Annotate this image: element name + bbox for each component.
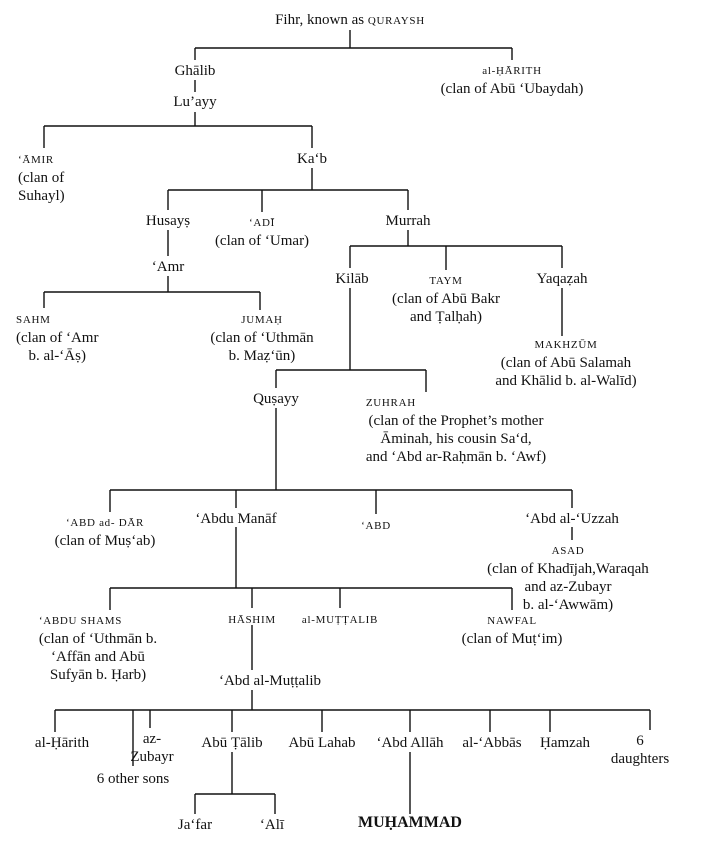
node-makhzum-sub2: and Khālid b. al-Walīd) bbox=[495, 373, 637, 389]
node-nawfal-sub: (clan of Muṭ‘im) bbox=[461, 631, 563, 647]
node-taym: TAYM (clan of Abū Bakr and Ṭalḥah) bbox=[392, 272, 500, 326]
child-abu-lahab: Abū Lahab bbox=[288, 735, 356, 751]
node-asad-sub2: and az-Zubayr bbox=[524, 579, 612, 595]
node-abdu-manaf: ‘Abdu Manāf bbox=[195, 511, 277, 527]
node-asad-sub1: (clan of Khadījah,Waraqah bbox=[487, 561, 649, 577]
node-al-muttalib-name: al-MUṬṬALIB bbox=[301, 614, 379, 626]
node-al-muttalib: al-MUṬṬALIB bbox=[302, 610, 378, 629]
node-jumah-sub2: b. Maẓ‘ūn) bbox=[228, 348, 296, 364]
node-kab: Ka‘b bbox=[297, 151, 327, 167]
child-hamzah: Ḥamzah bbox=[540, 735, 590, 751]
root-clan: QURAYSH bbox=[367, 15, 425, 27]
node-abd: ‘ABD bbox=[361, 516, 391, 535]
node-makhzum-name: MAKHZŪM bbox=[534, 339, 598, 351]
node-sahm-name: SAHM bbox=[16, 314, 51, 326]
node-luayy: Lu’ayy bbox=[173, 94, 217, 110]
child-abu-talib: Abū Ṭālib bbox=[201, 735, 263, 751]
node-taym-name: TAYM bbox=[429, 275, 463, 287]
node-abdu-shams: ‘ABDU SHAMS (clan of ‘Uthmān b. ‘Affān a… bbox=[39, 612, 157, 684]
node-muhammad: MUḤAMMAD bbox=[358, 814, 462, 831]
node-jumah-name: JUMAḤ bbox=[241, 314, 283, 326]
node-jafar: Ja‘far bbox=[177, 817, 213, 833]
node-abdu-shams-sub2: ‘Affān and Abū bbox=[51, 649, 145, 665]
child-az-zubayr-line2: Zubayr bbox=[130, 749, 174, 765]
node-harith-top: al-ḤĀRITH (clan of Abū ‘Ubaydah) bbox=[441, 62, 584, 98]
child-abd-allah: ‘Abd Allāh bbox=[376, 735, 444, 751]
root-fihr: Fihr, known as QURAYSH bbox=[275, 11, 425, 30]
node-abd-ad-dar-name: ‘ABD ad- DĀR bbox=[65, 517, 145, 529]
node-murrah: Murrah bbox=[385, 213, 431, 229]
node-kilab: Kilāb bbox=[335, 271, 369, 287]
node-makhzum: MAKHZŪM (clan of Abū Salamah and Khālid … bbox=[495, 336, 636, 390]
node-hashim: HĀSHIM bbox=[228, 610, 276, 629]
node-hashim-name: HĀSHIM bbox=[228, 614, 276, 626]
node-taym-sub1: (clan of Abū Bakr bbox=[392, 291, 500, 307]
node-abdu-shams-sub3: Sufyān b. Ḥarb) bbox=[49, 667, 147, 683]
node-abdu-shams-sub1: (clan of ‘Uthmān b. bbox=[38, 631, 158, 647]
node-amir-name: ‘ĀMIR bbox=[18, 154, 54, 166]
node-nawfal-name: NAWFAL bbox=[487, 615, 537, 627]
node-zuhrah-sub2: Āminah, his cousin Sa‘d, bbox=[380, 431, 532, 447]
node-amir: ‘ĀMIR (clan of Suhayl) bbox=[18, 151, 65, 205]
node-makhzum-sub1: (clan of Abū Salamah bbox=[500, 355, 632, 371]
node-amir-sub1: (clan of bbox=[18, 170, 65, 186]
node-taym-sub2: and Ṭalḥah) bbox=[409, 309, 483, 325]
node-abd-name: ‘ABD bbox=[361, 520, 391, 532]
node-zuhrah: ZUHRAH (clan of the Prophet’s mother Āmi… bbox=[366, 394, 546, 466]
child-al-harith: al-Ḥārith bbox=[34, 735, 90, 751]
node-abd-al-uzzah: ‘Abd al-‘Uzzah bbox=[525, 511, 619, 527]
node-abd-al-muttalib: ‘Abd al-Muṭṭalib bbox=[218, 673, 322, 689]
node-adi: ‘ADĪ (clan of ‘Umar) bbox=[215, 214, 309, 250]
node-sahm: SAHM (clan of ‘Amr b. al-‘Āṣ) bbox=[16, 311, 98, 365]
child-daughters-label: daughters bbox=[610, 751, 670, 767]
node-qusayy: Quṣayy bbox=[253, 391, 299, 407]
node-amir-sub2: Suhayl) bbox=[18, 188, 65, 204]
node-sahm-sub1: (clan of ‘Amr bbox=[16, 330, 99, 346]
node-asad: ASAD (clan of Khadījah,Waraqah and az-Zu… bbox=[487, 542, 649, 614]
child-daughters-count: 6 bbox=[636, 733, 644, 749]
child-az-zubayr: az- Zubayr bbox=[130, 730, 173, 766]
node-amr: ‘Amr bbox=[151, 259, 185, 275]
node-harith-top-sub: (clan of Abū ‘Ubaydah) bbox=[440, 81, 584, 97]
node-zuhrah-name: ZUHRAH bbox=[365, 397, 416, 409]
node-sahm-sub2: b. al-‘Āṣ) bbox=[28, 348, 86, 364]
node-abd-ad-dar: ‘ABD ad- DĀR (clan of Muṣ‘ab) bbox=[55, 514, 156, 550]
root-prefix: Fihr, known as bbox=[275, 12, 365, 28]
node-abdu-shams-name: ‘ABDU SHAMS bbox=[38, 615, 123, 627]
node-harith-top-name: al-ḤĀRITH bbox=[482, 65, 542, 77]
node-zuhrah-sub1: (clan of the Prophet’s mother bbox=[368, 413, 544, 429]
node-jumah-sub1: (clan of ‘Uthmān bbox=[210, 330, 314, 346]
node-abd-ad-dar-sub: (clan of Muṣ‘ab) bbox=[54, 533, 156, 549]
node-asad-sub3: b. al-‘Awwām) bbox=[522, 597, 614, 613]
node-asad-name: ASAD bbox=[551, 545, 585, 557]
node-ali: ‘Alī bbox=[259, 817, 285, 833]
node-nawfal: NAWFAL (clan of Muṭ‘im) bbox=[462, 612, 563, 648]
child-az-zubayr-line1: az- bbox=[142, 731, 162, 747]
node-zuhrah-sub3: and ‘Abd ar-Raḥmān b. ‘Awf) bbox=[365, 449, 547, 465]
node-adi-name: ‘ADĪ bbox=[248, 217, 275, 229]
child-other-sons: 6 other sons bbox=[96, 771, 170, 787]
node-adi-sub: (clan of ‘Umar) bbox=[214, 233, 310, 249]
node-jumah: JUMAḤ (clan of ‘Uthmān b. Maẓ‘ūn) bbox=[210, 311, 313, 365]
node-yaqazah: Yaqaẓah bbox=[536, 271, 588, 287]
child-daughters: 6 daughters bbox=[611, 732, 669, 768]
node-husays: Husayṣ bbox=[145, 213, 191, 229]
child-al-abbas: al-‘Abbās bbox=[462, 735, 522, 751]
node-ghalib: Ghālib bbox=[174, 63, 216, 79]
